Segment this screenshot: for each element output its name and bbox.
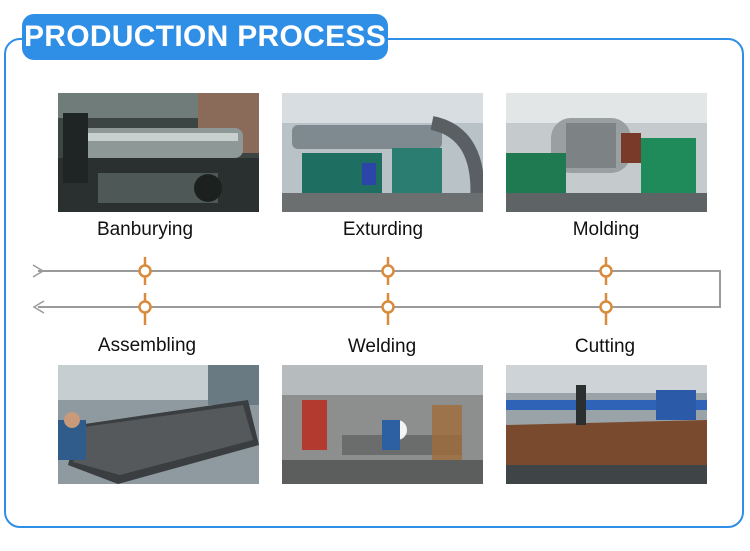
page-title: PRODUCTION PROCESS	[22, 14, 388, 60]
step-label-welding: Welding	[347, 336, 417, 357]
step-label-banburying: Banburying	[96, 219, 194, 240]
cutting-photo	[506, 365, 707, 484]
banburying-photo	[58, 93, 259, 212]
step-label-cutting: Cutting	[574, 336, 636, 357]
extruding-photo	[282, 93, 483, 212]
welding-photo	[282, 365, 483, 484]
assembling-photo	[58, 365, 259, 484]
step-label-extruding: Exturding	[342, 219, 424, 240]
molding-photo	[506, 93, 707, 212]
step-label-molding: Molding	[572, 219, 640, 240]
step-label-assembling: Assembling	[97, 335, 197, 356]
